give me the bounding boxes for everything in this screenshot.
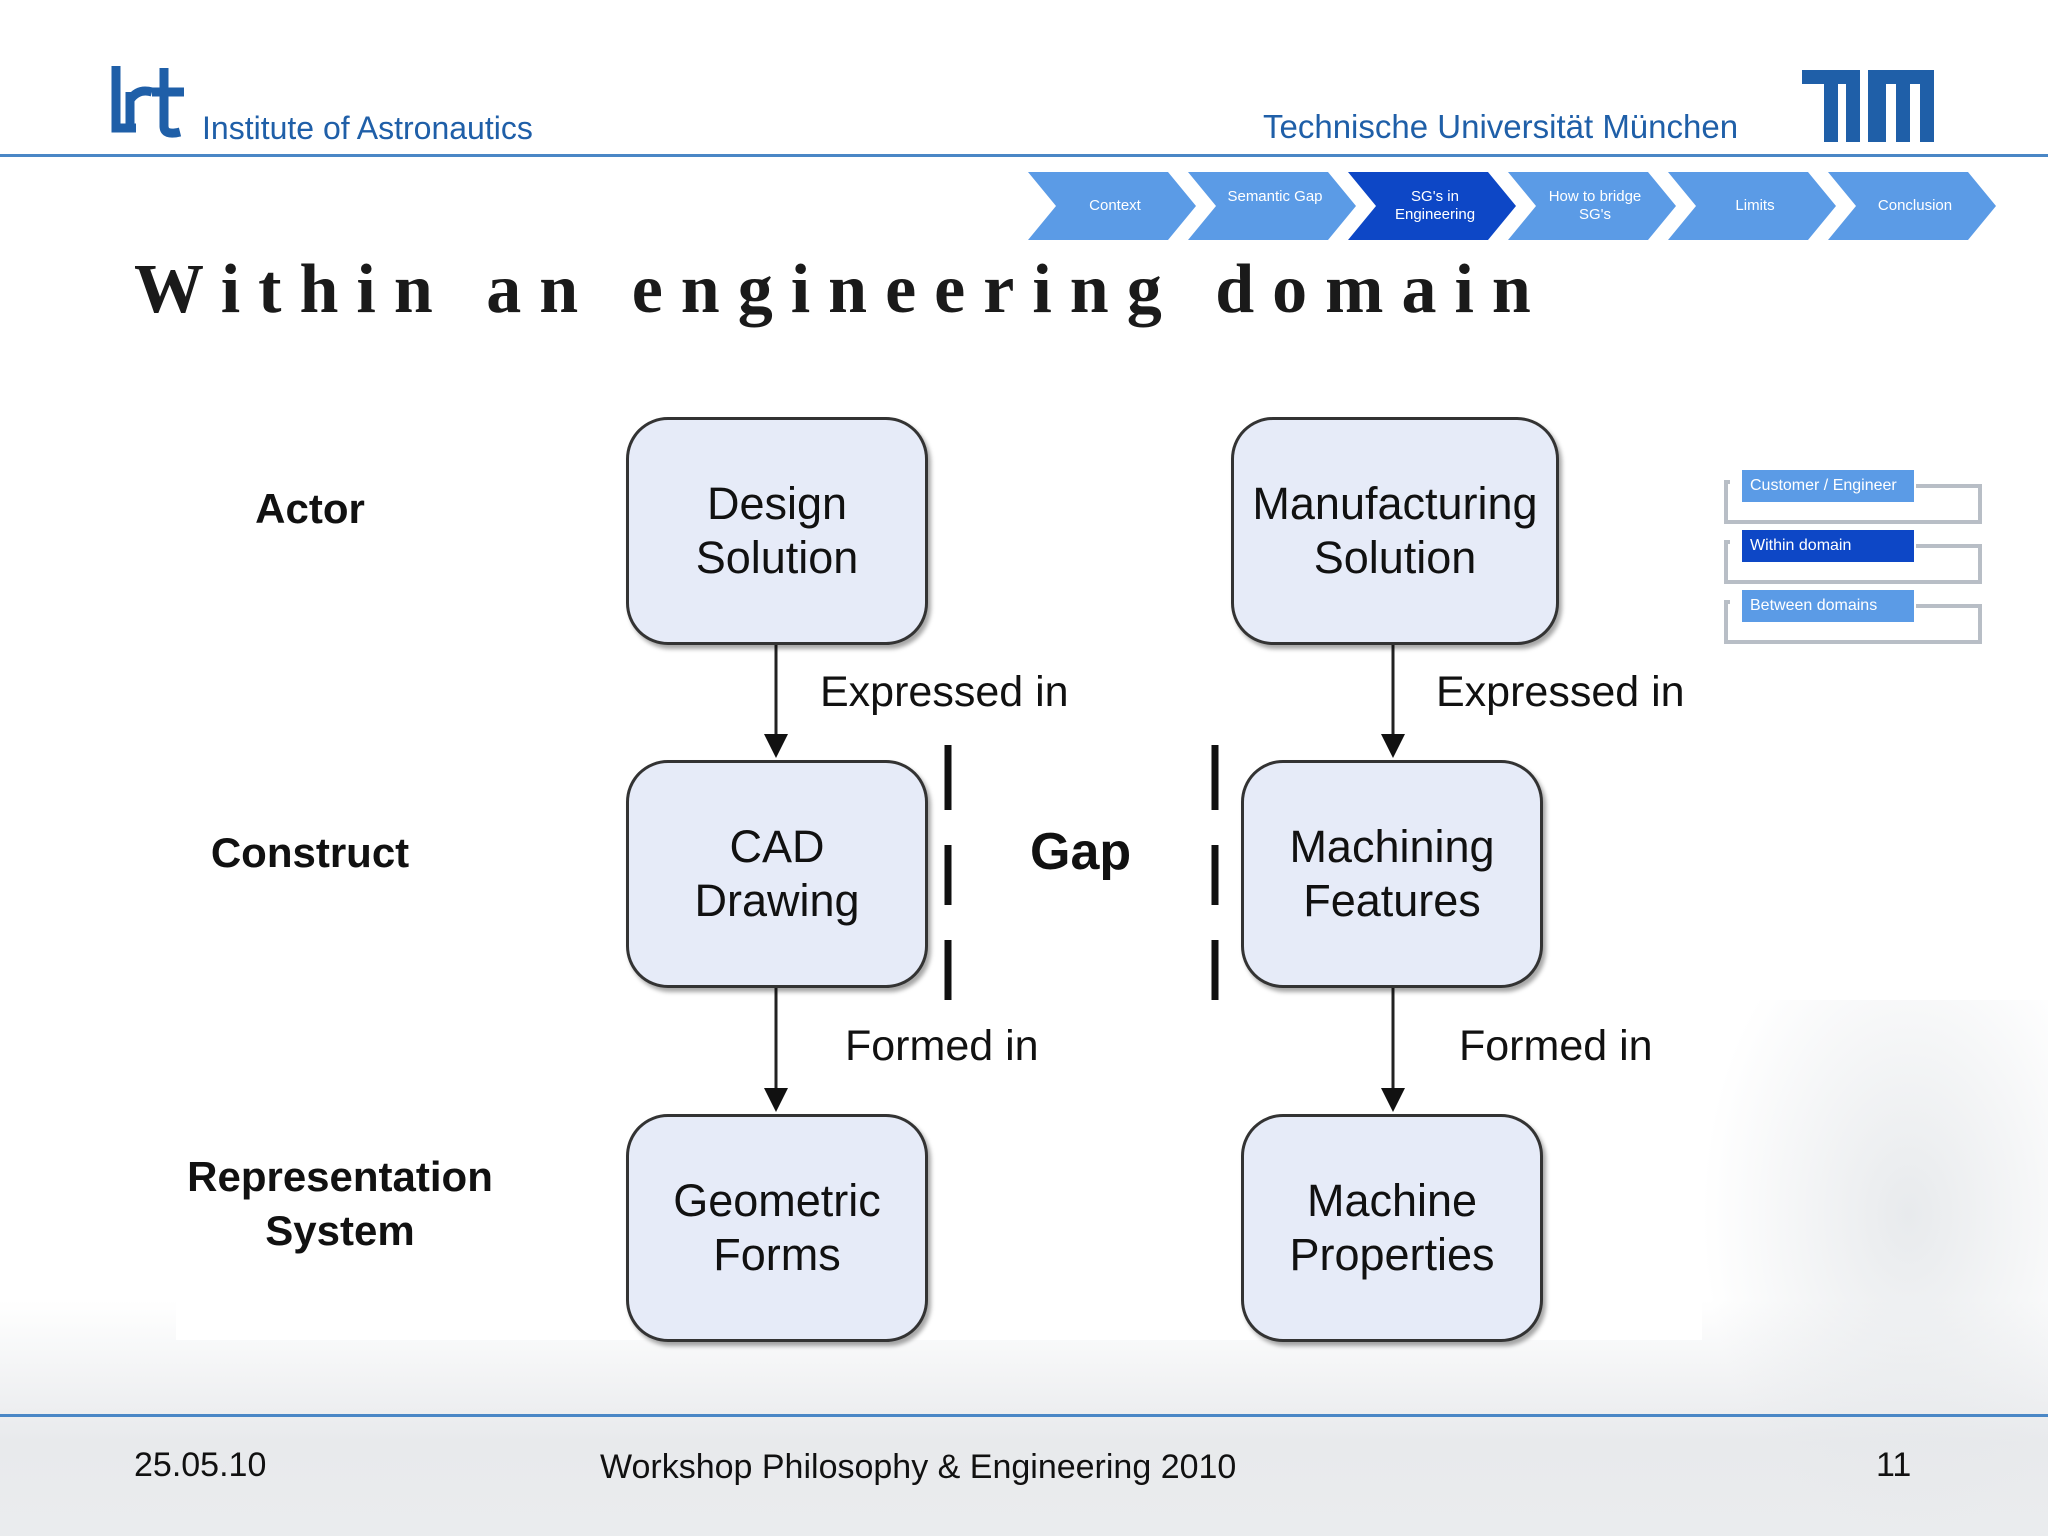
legend-item-between-domains[interactable]: Between domains [1742, 590, 1914, 622]
section-legend: Customer / Engineer Within domain Betwee… [1720, 464, 1990, 654]
edge-label-left-formed: Formed in [845, 1022, 1039, 1070]
page-number: 11 [1876, 1446, 1912, 1484]
lrt-logo-icon [111, 66, 184, 138]
nav-label-limits: Limits [1735, 197, 1775, 214]
nav-chevrons [1028, 172, 1996, 240]
nav-chevron-context[interactable] [1028, 172, 1196, 240]
nav-chevron-sgs-engineering[interactable] [1348, 172, 1516, 240]
edge-label-right-expressed: Expressed in [1436, 668, 1685, 716]
row-label-construct: Construct [210, 829, 410, 876]
nav-label-context: Context [1089, 197, 1141, 214]
nav-chevron-semantic-gap[interactable] [1188, 172, 1356, 240]
legend-frame [1724, 480, 1982, 644]
university-name: Technische Universität München [1263, 108, 1739, 145]
nav-label-sgs-engineering: SG's in Engineering [1394, 188, 1476, 223]
nav-label-conclusion: Conclusion [1877, 197, 1953, 214]
box-machining-features-text: Machining Features [1289, 821, 1495, 926]
footer-rule [0, 1414, 2048, 1417]
box-geometric-forms-text: Geometric Forms [673, 1175, 881, 1280]
box-design-solution-text: Design Solution [695, 478, 859, 583]
nav-chevron-conclusion[interactable] [1828, 172, 1996, 240]
box-cad-drawing: CAD Drawing [626, 760, 928, 988]
row-label-actor: Actor [255, 485, 365, 532]
arrow-design-to-cad [764, 642, 788, 758]
nav-chevron-bridge[interactable] [1508, 172, 1676, 240]
nav-label-bridge: How to bridge SG's [1548, 188, 1642, 223]
box-manufacturing-solution-text: Manufacturing Solution [1252, 478, 1538, 583]
box-geometric-forms: Geometric Forms [626, 1114, 928, 1342]
box-cad-drawing-text: CAD Drawing [694, 821, 860, 926]
nav-label-semantic-gap: Semantic Gap [1227, 188, 1323, 205]
arrow-machining-to-machine [1381, 986, 1405, 1112]
legend-item-within-domain[interactable]: Within domain [1742, 530, 1914, 562]
edge-label-left-expressed: Expressed in [820, 668, 1069, 716]
institute-name: Institute of Astronautics [202, 110, 533, 146]
footer-date: 25.05.10 [134, 1446, 267, 1484]
arrow-manufacturing-to-machining [1381, 642, 1405, 758]
box-machine-properties: Machine Properties [1241, 1114, 1543, 1342]
header-rule [0, 154, 2048, 157]
edge-label-right-formed: Formed in [1459, 1022, 1653, 1070]
footer-event: Workshop Philosophy & Engineering 2010 [600, 1448, 1237, 1486]
box-machining-features: Machining Features [1241, 760, 1543, 988]
section-navigation: Context Semantic Gap SG's in Engineering… [1018, 166, 1998, 246]
legend-item-customer-engineer[interactable]: Customer / Engineer [1742, 470, 1914, 502]
box-machine-properties-text: Machine Properties [1289, 1175, 1495, 1280]
slide-title: Within an engineering domain [134, 251, 1549, 328]
box-manufacturing-solution: Manufacturing Solution [1231, 417, 1559, 645]
background-cloud-right [1700, 1000, 2048, 1536]
gap-label: Gap [1030, 823, 1132, 881]
tum-logo-icon [1802, 70, 1934, 142]
nav-chevron-limits[interactable] [1668, 172, 1836, 240]
box-design-solution: Design Solution [626, 417, 928, 645]
arrow-cad-to-geometric [764, 986, 788, 1112]
row-label-representation: Representation System [187, 1153, 493, 1254]
